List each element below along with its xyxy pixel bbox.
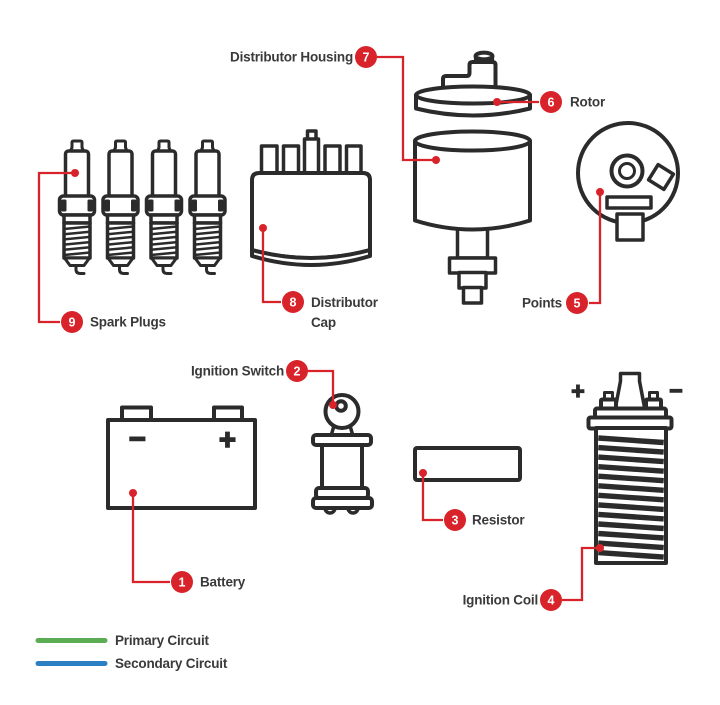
rotor: [414, 50, 532, 118]
legend: Primary Circuit Secondary Circuit: [35, 633, 228, 671]
number-badge: [540, 589, 562, 611]
ignition-coil: + −: [571, 371, 683, 565]
leader-dot: [71, 169, 79, 177]
badge-number: 6: [548, 96, 555, 110]
leader-line: [37, 171, 75, 324]
leader-dot: [329, 401, 337, 409]
number-badge: [540, 91, 562, 113]
ignition-coil-label: Ignition Coil: [463, 593, 538, 608]
number-badge: [355, 46, 377, 68]
battery-minus-sign: −: [129, 424, 146, 456]
ignition-switch: [311, 393, 374, 515]
spark-plug: [57, 139, 97, 276]
ignition-switch-label: Ignition Switch: [191, 364, 284, 379]
leader-dot: [596, 188, 604, 196]
spark-plug: [101, 139, 140, 276]
label-distributor-cap: 8 Distributor Cap: [259, 224, 379, 330]
leader-dot: [259, 224, 267, 232]
leader-dot: [596, 544, 604, 552]
label-resistor: 3 Resistor: [419, 469, 526, 531]
number-badge: [61, 311, 83, 333]
leader-line: [308, 369, 335, 403]
number-badge: [444, 509, 466, 531]
label-rotor: 6 Rotor: [493, 91, 606, 113]
battery-plus-sign: +: [219, 425, 236, 457]
distributor-housing-label: Distributor Housing: [230, 50, 353, 65]
label-ignition-coil: 4 Ignition Coil: [463, 544, 604, 611]
badge-number: 1: [179, 576, 186, 590]
legend-primary-label: Primary Circuit: [115, 633, 209, 648]
badge-number: 3: [452, 514, 459, 528]
legend-secondary-label: Secondary Circuit: [115, 656, 228, 671]
badge-number: 7: [363, 51, 370, 65]
label-spark-plugs: 9 Spark Plugs: [37, 169, 166, 333]
label-points: 5 Points: [522, 188, 604, 314]
badge-number: 9: [69, 316, 76, 330]
spark-plug: [188, 139, 227, 276]
leader-line: [589, 192, 602, 305]
leader-dot: [432, 156, 440, 164]
coil-minus-sign: −: [669, 378, 682, 404]
spark-plug: [144, 139, 184, 276]
coil-plus-sign: +: [571, 378, 584, 404]
resistor: [413, 446, 522, 482]
rotor-label: Rotor: [570, 95, 606, 110]
badge-number: 2: [294, 365, 301, 379]
badge-number: 5: [574, 297, 581, 311]
battery-label: Battery: [200, 575, 246, 590]
leader-line: [377, 55, 433, 162]
label-distributor-housing: 7 Distributor Housing: [230, 46, 440, 164]
points-label: Points: [522, 296, 562, 311]
distributor-cap-label-line2: Cap: [311, 315, 336, 330]
number-badge: [171, 571, 193, 593]
leader-dot: [493, 98, 501, 106]
leader-dot: [129, 489, 137, 497]
leader-line: [421, 473, 443, 522]
leader-line: [261, 228, 281, 304]
number-badge: [566, 292, 588, 314]
number-badge: [282, 291, 304, 313]
spark-plugs: [57, 139, 227, 276]
number-badge: [286, 360, 308, 382]
leader-line: [131, 493, 170, 584]
spark-plugs-label: Spark Plugs: [90, 315, 166, 330]
distributor-cap-label-line1: Distributor: [311, 295, 379, 310]
label-battery: 1 Battery: [129, 489, 246, 593]
distributor-cap: [250, 129, 372, 267]
resistor-label: Resistor: [472, 513, 525, 528]
distributor-housing: [413, 129, 532, 305]
leader-line: [562, 546, 598, 602]
label-ignition-switch: 2 Ignition Switch: [191, 360, 337, 409]
leader-dot: [419, 469, 427, 477]
badge-number: 8: [290, 296, 297, 310]
points: [576, 121, 680, 242]
badge-number: 4: [548, 594, 555, 608]
